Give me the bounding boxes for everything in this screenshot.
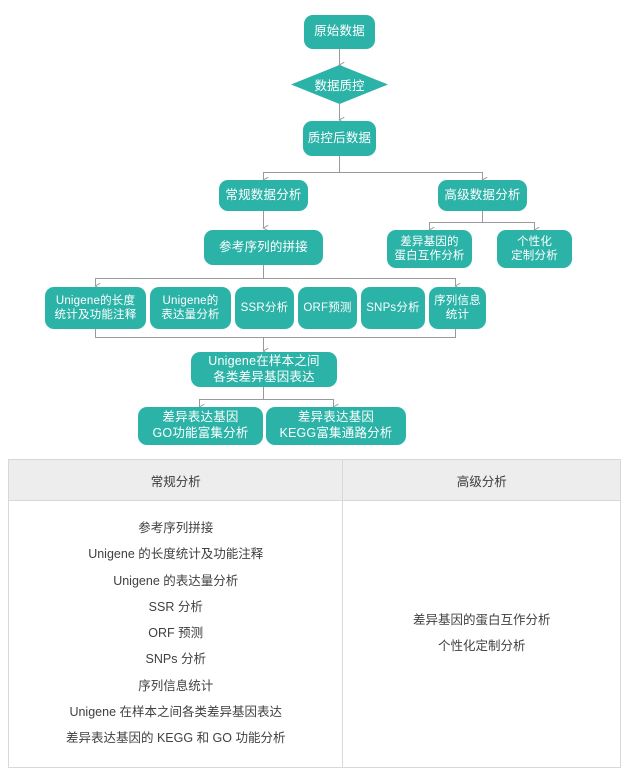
node-ppi-analysis[interactable]: 差异基因的 蛋白互作分析	[387, 230, 472, 268]
node-advanced-analysis[interactable]: 高级数据分析	[438, 180, 527, 211]
table-header-advanced: 高级分析	[342, 459, 621, 501]
node-deg-kegg-enrichment[interactable]: 差异表达基因 KEGG富集通路分析	[266, 407, 406, 445]
table-header-routine: 常规分析	[7, 459, 344, 501]
node-orf-prediction[interactable]: ORF预测	[298, 287, 357, 329]
node-sequence-info-stat[interactable]: 序列信息 统计	[429, 287, 486, 329]
analysis-summary-table: 常规分析 高级分析 参考序列拼接 Unigene 的长度统计及功能注释 Unig…	[7, 459, 621, 768]
node-unigene-length-stat[interactable]: Unigene的长度 统计及功能注释	[45, 287, 146, 329]
node-unigene-expression[interactable]: Unigene的 表达量分析	[150, 287, 231, 329]
node-routine-analysis[interactable]: 常规数据分析	[219, 180, 308, 211]
node-post-qc-data[interactable]: 质控后数据	[303, 121, 376, 156]
list-item: 序列信息统计	[138, 678, 214, 693]
list-item: 参考序列拼接	[138, 521, 214, 535]
table-header-row: 常规分析 高级分析	[7, 459, 621, 501]
node-deg-go-enrichment[interactable]: 差异表达基因 GO功能富集分析	[138, 407, 263, 445]
list-item: SSR 分析	[148, 599, 203, 614]
flowchart: 原始数据 数据质控 质控后数据 常规数据分析 高级数据分析 参考序列的拼接 差异…	[0, 15, 629, 455]
list-item: Unigene 在样本之间各类差异基因表达	[69, 704, 282, 719]
node-raw-data[interactable]: 原始数据	[304, 15, 375, 49]
list-item: SNPs 分析	[145, 652, 206, 667]
list-item: 个性化定制分析	[437, 639, 526, 654]
cell-routine-items: 参考序列拼接 Unigene 的长度统计及功能注释 Unigene 的表达量分析…	[7, 499, 344, 768]
list-item: 差异表达基因的 KEGG 和 GO 功能分析	[66, 731, 286, 745]
node-custom-analysis[interactable]: 个性化 定制分析	[497, 230, 572, 268]
node-reference-assembly[interactable]: 参考序列的拼接	[204, 230, 323, 265]
list-item: Unigene 的表达量分析	[113, 573, 239, 588]
list-item: Unigene 的长度统计及功能注释	[88, 547, 264, 562]
node-deg-expression[interactable]: Unigene在样本之间 各类差异基因表达	[191, 352, 337, 387]
list-item: 差异基因的蛋白互作分析	[412, 612, 551, 627]
node-ssr-analysis[interactable]: SSR分析	[235, 287, 294, 329]
table-row: 参考序列拼接 Unigene 的长度统计及功能注释 Unigene 的表达量分析…	[7, 499, 621, 768]
flowchart-connectors	[0, 49, 629, 455]
list-item: ORF 预测	[148, 626, 204, 640]
cell-advanced-items: 差异基因的蛋白互作分析 个性化定制分析	[342, 499, 621, 768]
node-snps-analysis[interactable]: SNPs分析	[361, 287, 425, 329]
